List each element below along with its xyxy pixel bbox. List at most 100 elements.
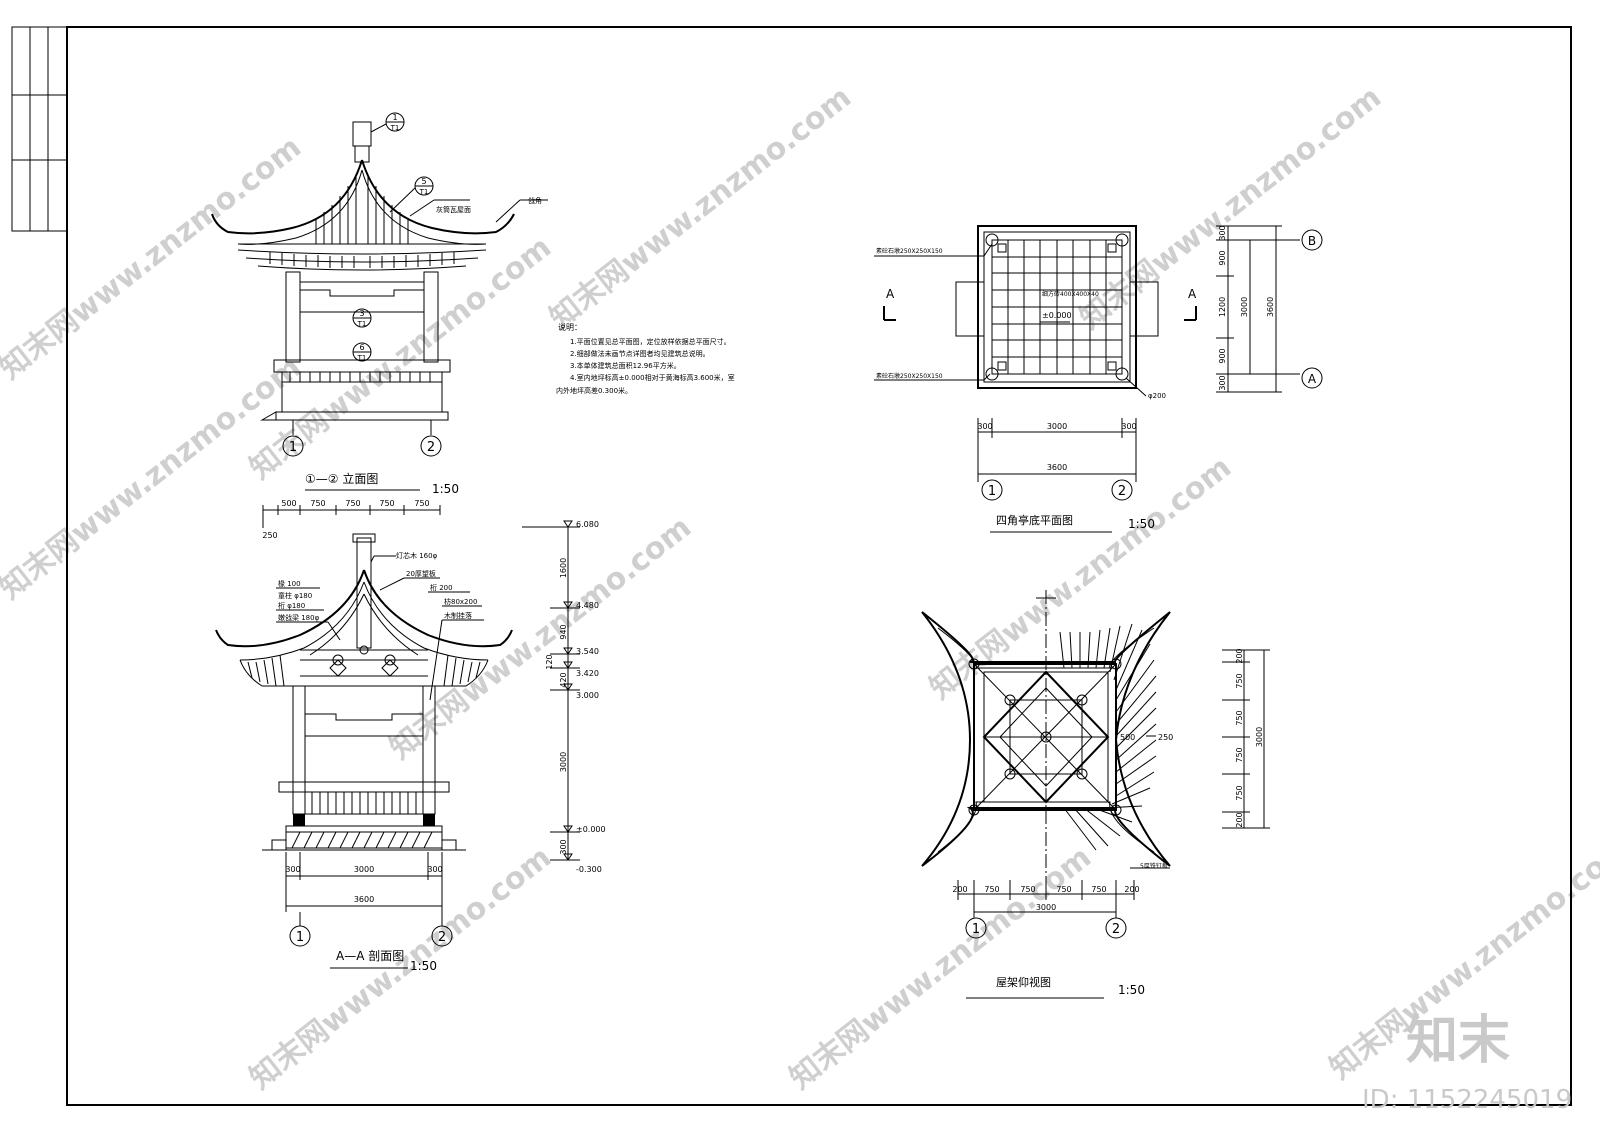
elev-axis-right: 2 [427, 440, 435, 455]
section-bottom-dim: 3000 [354, 865, 374, 874]
roof-axis-left: 1 [972, 922, 980, 937]
watermark-text: 知末网www.znzmo.com [783, 840, 1098, 1097]
section-drawing: 500 750 750 750 750 250 [215, 499, 606, 973]
roof-v-dim: 750 [1235, 710, 1244, 725]
plan-column-label: φ200 [1148, 392, 1166, 400]
roof-h-dim: 750 [1020, 885, 1035, 894]
elevation-title: ①—② 立面图 [305, 471, 378, 486]
section-level: -0.300 [576, 865, 602, 874]
plan-v-dim: 1200 [1218, 297, 1227, 317]
section-label: 嫩戗梁 180φ [278, 613, 320, 622]
section-title: A—A 剖面图 [336, 949, 404, 963]
plan-title: 四角亭底平面图 [996, 513, 1073, 527]
notes-line: 3.本单体建筑总面积12.96平方米。 [570, 361, 681, 370]
section-top-dim: 750 [310, 499, 325, 508]
section-top-dim: 750 [345, 499, 360, 508]
plan-level: ±0.000 [1042, 311, 1072, 320]
roof-v-total: 3000 [1255, 727, 1264, 747]
roof-label-rafter: 5厚铁钉板 [1140, 862, 1168, 870]
roof-h-total: 3000 [1036, 903, 1056, 912]
roof-h-dim: 750 [1091, 885, 1106, 894]
plan-h-dim: 300 [1121, 422, 1136, 431]
roof-v-dim: 750 [1235, 673, 1244, 688]
roof-v-dim: 750 [1235, 785, 1244, 800]
floor-plan-drawing: A A 素砼石墩250X250X150 素砼石墩250X250X150 细方砖4… [874, 225, 1323, 533]
section-top-dim: 750 [414, 499, 429, 508]
section-height-dim: 940 [559, 624, 568, 639]
section-axis-left: 1 [296, 930, 304, 945]
callout-num: 5 [421, 177, 426, 186]
section-label: 桁 200 [430, 583, 453, 592]
roof-label-500: 500 [1120, 733, 1135, 742]
section-top-dim: 750 [379, 499, 394, 508]
notes-heading: 说明： [558, 322, 582, 332]
roof-axis-right: 2 [1112, 922, 1120, 937]
plan-axis-b: B [1308, 234, 1316, 248]
section-label: 童柱 φ180 [278, 591, 312, 600]
section-axis-right: 2 [438, 930, 446, 945]
notes-line: 内外地坪高差0.300米。 [556, 386, 632, 395]
roof-h-dim: 200 [1124, 885, 1139, 894]
elev-axis-left: 1 [289, 440, 297, 455]
section-level: 3.540 [576, 647, 599, 656]
roof-h-dim: 750 [984, 885, 999, 894]
drawing-border [66, 26, 1572, 1106]
section-scale: 1:50 [410, 959, 437, 973]
plan-scale: 1:50 [1128, 517, 1155, 531]
watermark-text: 知末网www.znzmo.com [383, 510, 698, 767]
plan-floor-label: 细方砖400X400X40 [1042, 290, 1099, 298]
watermark-text: 知末网www.znzmo.com [0, 130, 308, 387]
callout-sheet: T1 [357, 354, 367, 362]
roof-h-dim: 200 [952, 885, 967, 894]
section-label: 椽 100 [278, 579, 301, 588]
callout-sheet: T1 [357, 320, 367, 328]
general-notes: 说明： 1.平面位置见总平面图，定位放样依据总平面尺寸。 2.细部做法未画节点详… [556, 322, 735, 395]
section-label: 灯芯木 160φ [396, 551, 438, 560]
label-eave: 戗角 [528, 196, 542, 205]
section-top-dim: 500 [281, 499, 296, 508]
elevation-scale: 1:50 [432, 482, 459, 496]
plan-v-total: 3600 [1266, 297, 1275, 317]
section-label: 20厚望板 [406, 569, 436, 578]
elevation-drawing: 1 2 1 T1 5 T1 3 T1 6 T1 灰筒瓦屋面 戗角 ①—② 立面图… [211, 112, 548, 496]
plan-axis-right: 2 [1118, 484, 1126, 499]
plan-h-total: 3600 [1047, 463, 1067, 472]
section-level: 3.000 [576, 691, 599, 700]
callout-num: 1 [392, 113, 397, 122]
watermark-id: ID: 1152245019 [1362, 1085, 1572, 1115]
section-level: 4.480 [576, 601, 599, 610]
roof-plan-title: 屋架仰视图 [996, 975, 1051, 989]
roof-v-dim: 750 [1235, 747, 1244, 762]
roof-h-dim: 750 [1056, 885, 1071, 894]
plan-v-dim: 900 [1218, 250, 1227, 265]
plan-section-a-right: A [1188, 287, 1197, 301]
section-level: ±0.000 [576, 825, 606, 834]
plan-h-dim: 300 [977, 422, 992, 431]
plan-v-sub: 3000 [1240, 297, 1249, 317]
section-level: 6.080 [576, 520, 599, 529]
section-level: 3.420 [576, 669, 599, 678]
section-height-dim: 3000 [559, 752, 568, 772]
label-roof: 灰筒瓦屋面 [436, 205, 471, 214]
callout-sheet: T1 [390, 124, 400, 132]
plan-v-dim: 900 [1218, 348, 1227, 363]
roof-plan-drawing: 500 250 5厚铁钉板 200 750 750 750 750 200 30… [921, 590, 1270, 999]
plan-axis-left: 1 [988, 484, 996, 499]
title-strip [11, 26, 68, 232]
roof-label-250: 250 [1158, 733, 1173, 742]
callout-num: 6 [359, 343, 364, 352]
section-bottom-dim: 300 [285, 865, 300, 874]
notes-line: 2.细部做法未画节点详图者均见建筑总说明。 [570, 349, 710, 358]
section-height-dim: 420 [559, 672, 568, 687]
section-label: 桁 φ180 [278, 601, 305, 610]
section-top-dim-side: 250 [262, 531, 277, 540]
section-label: 枋80x200 [444, 597, 477, 606]
watermark-text: 知末网www.znzmo.com [543, 80, 858, 337]
callout-sheet: T1 [419, 188, 429, 196]
plan-v-dim: 300 [1218, 375, 1227, 390]
plan-base-label-bottom: 素砼石墩250X250X150 [876, 372, 943, 380]
section-height-dim: 300 [559, 839, 568, 854]
watermark-logo: 知末 [1406, 1011, 1510, 1071]
plan-base-label-top: 素砼石墩250X250X150 [876, 247, 943, 255]
